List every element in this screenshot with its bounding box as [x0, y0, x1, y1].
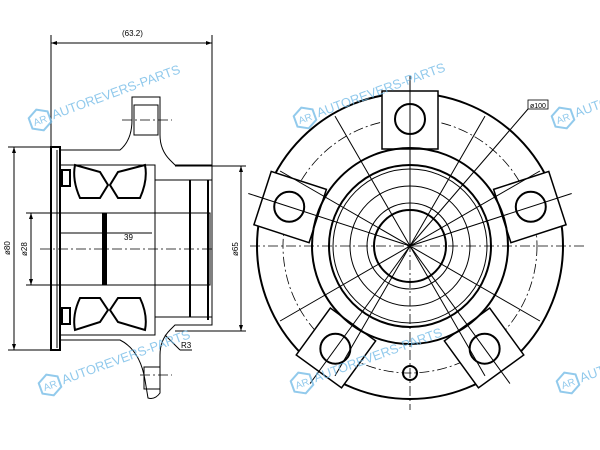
watermark-logo-icon: [292, 106, 318, 130]
watermark-logo-icon: [289, 371, 315, 395]
watermark-logo-icon: [37, 373, 63, 397]
locating-hole: [402, 365, 418, 381]
watermark-logo-text: AR: [294, 377, 311, 392]
watermark-text: AUTOREVERS-PARTS: [577, 324, 600, 385]
watermark-logo-icon: [27, 108, 53, 132]
dim-bearing-width: 39: [124, 233, 133, 242]
bolt-circle-callout: ø100: [409, 99, 549, 247]
watermark-text: AUTOREVERS-PARTS: [59, 326, 192, 387]
watermark-text: AUTOREVERS-PARTS: [572, 59, 600, 120]
section-view: (63.2) 3: [3, 29, 246, 399]
flange-plate: [50, 146, 61, 351]
bolt-hole: [273, 190, 306, 223]
watermark-logo-text: AR: [297, 112, 314, 127]
dim-bore-diameter: ø28: [20, 242, 29, 256]
bolt-hole: [514, 190, 547, 223]
watermark-logo-text: AR: [555, 112, 572, 127]
dimension-overall-length: (63.2): [50, 29, 213, 170]
bearing-upper: [59, 163, 156, 214]
dim-flange-diameter: ø80: [3, 241, 12, 255]
watermark-logo-icon: [550, 106, 576, 130]
hub-body-hatched: [59, 96, 213, 399]
watermark-text: AUTOREVERS-PARTS: [49, 61, 182, 122]
bearing-lower: [59, 284, 156, 336]
front-view: [248, 76, 585, 410]
dim-spigot-diameter: ø65: [231, 242, 240, 256]
radial-centerline: [309, 245, 411, 384]
spigot-bore: [154, 179, 213, 318]
radial-centerline: [409, 192, 572, 247]
dim-bolt-circle: ø100: [530, 103, 546, 110]
watermark-logo-text: AR: [560, 377, 577, 392]
dim-overall-length: (63.2): [122, 29, 143, 38]
radial-centerline: [409, 245, 511, 384]
dim-fillet-radius: R3: [181, 341, 192, 350]
radial-centerline: [248, 192, 411, 247]
watermark-logo-text: AR: [42, 379, 59, 394]
watermark-logo-icon: [555, 371, 581, 395]
watermark-logo-text: AR: [32, 114, 49, 129]
